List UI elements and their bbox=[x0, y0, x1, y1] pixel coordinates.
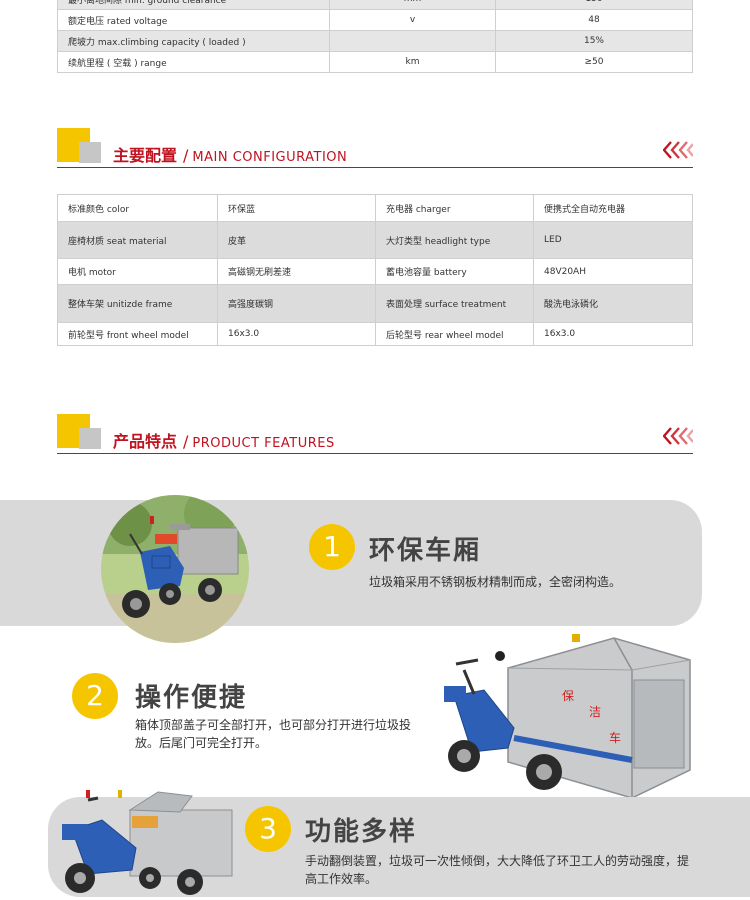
config-value: 高强度碳钢 bbox=[217, 284, 376, 323]
chevrons-left-icon bbox=[663, 427, 693, 445]
config-key: 表面处理 surface treatment bbox=[375, 284, 534, 323]
section-title: 产品特点 /PRODUCT FEATURES bbox=[113, 428, 335, 452]
feature-number-badge: 3 bbox=[245, 806, 291, 852]
spec-unit: mm bbox=[329, 0, 496, 10]
section-title-slash: / bbox=[183, 146, 189, 165]
config-value: 48V20AH bbox=[533, 258, 693, 285]
decor-square-gray bbox=[79, 142, 101, 163]
config-value: 皮革 bbox=[217, 221, 376, 259]
section-title-slash: / bbox=[183, 432, 189, 451]
truck-text-char: 车 bbox=[609, 730, 621, 745]
section-title-cn: 主要配置 bbox=[113, 146, 178, 165]
spec-value: ≥50 bbox=[495, 51, 693, 73]
feature-number-badge: 1 bbox=[309, 524, 355, 570]
decor-square-gray bbox=[79, 428, 101, 449]
config-value: LED bbox=[533, 221, 693, 259]
config-key: 后轮型号 rear wheel model bbox=[375, 322, 534, 346]
section-title: 主要配置 /MAIN CONFIGURATION bbox=[113, 142, 347, 166]
feature-title: 环保车厢 bbox=[369, 536, 482, 566]
feature-description: 箱体顶部盖子可全部打开，也可部分打开进行垃圾投放。后尾门可完全打开。 bbox=[135, 718, 412, 750]
section-divider bbox=[57, 167, 693, 168]
table-row: 最小离地间隙 min. ground clearance mm 150 bbox=[57, 0, 693, 10]
table-row: 整体车架 unitizde frame 高强度碳钢 表面处理 surface t… bbox=[57, 284, 693, 323]
section-title-cn: 产品特点 bbox=[113, 432, 178, 451]
table-row: 标准颜色 color 环保蓝 充电器 charger 便携式全自动充电器 bbox=[57, 194, 693, 222]
feature-number-badge: 2 bbox=[72, 673, 118, 719]
config-key: 前轮型号 front wheel model bbox=[57, 322, 218, 346]
config-value: 高磁钢无刷差速 bbox=[217, 258, 376, 285]
config-key: 大灯类型 headlight type bbox=[375, 221, 534, 259]
table-row: 额定电压 rated voltage v 48 bbox=[57, 9, 693, 31]
feature-description: 垃圾箱采用不锈钢板材精制而成，全密闭构造。 bbox=[369, 575, 622, 589]
config-value: 16x3.0 bbox=[217, 322, 376, 346]
table-row: 座椅材质 seat material 皮革 大灯类型 headlight typ… bbox=[57, 221, 693, 259]
spec-unit: v bbox=[329, 9, 496, 31]
config-key: 整体车架 unitizde frame bbox=[57, 284, 218, 323]
config-key: 充电器 charger bbox=[375, 194, 534, 222]
spec-label: 爬坡力 max.climbing capacity ( loaded ) bbox=[57, 30, 330, 52]
config-value: 酸洗电泳磷化 bbox=[533, 284, 693, 323]
config-key: 座椅材质 seat material bbox=[57, 221, 218, 259]
truck-text-char: 保 bbox=[562, 689, 574, 703]
spec-value: 15% bbox=[495, 30, 693, 52]
config-value: 环保蓝 bbox=[217, 194, 376, 222]
spec-label: 额定电压 rated voltage bbox=[57, 9, 330, 31]
spec-label: 最小离地间隙 min. ground clearance bbox=[57, 0, 330, 10]
spec-unit: km bbox=[329, 51, 496, 73]
section-title-en: MAIN CONFIGURATION bbox=[192, 150, 348, 165]
truck-text-char: 洁 bbox=[589, 705, 601, 719]
table-row: 爬坡力 max.climbing capacity ( loaded ) 15% bbox=[57, 30, 693, 52]
section-title-en: PRODUCT FEATURES bbox=[192, 436, 335, 451]
config-value: 便携式全自动充电器 bbox=[533, 194, 693, 222]
feature-description: 手动翻倒装置，垃圾可一次性倾倒，大大降低了环卫工人的劳动强度，提高工作效率。 bbox=[305, 854, 690, 886]
section-header-features: 产品特点 /PRODUCT FEATURES bbox=[57, 414, 693, 454]
chevrons-left-icon bbox=[663, 141, 693, 159]
config-value: 16x3.0 bbox=[533, 322, 693, 346]
table-row: 电机 motor 高磁钢无刷差速 蓄电池容量 battery 48V20AH bbox=[57, 258, 693, 285]
section-header-config: 主要配置 /MAIN CONFIGURATION bbox=[57, 128, 693, 168]
vehicle-photo-circle bbox=[101, 495, 249, 643]
spec-table: 最小离地间隙 min. ground clearance mm 150 额定电压… bbox=[57, 0, 693, 73]
config-table: 标准颜色 color 环保蓝 充电器 charger 便携式全自动充电器 座椅材… bbox=[57, 194, 693, 346]
config-key: 标准颜色 color bbox=[57, 194, 218, 222]
section-divider bbox=[57, 453, 693, 454]
config-key: 蓄电池容量 battery bbox=[375, 258, 534, 285]
config-key: 电机 motor bbox=[57, 258, 218, 285]
spec-unit bbox=[329, 30, 496, 52]
spec-label: 续航里程 ( 空载 ) range bbox=[57, 51, 330, 73]
spec-value: 48 bbox=[495, 9, 693, 31]
table-row: 续航里程 ( 空载 ) range km ≥50 bbox=[57, 51, 693, 73]
spec-value: 150 bbox=[495, 0, 693, 10]
feature-title: 功能多样 bbox=[305, 817, 418, 847]
vehicle-photo-open-box bbox=[62, 790, 233, 895]
feature-title: 操作便捷 bbox=[135, 683, 248, 713]
vehicle-photo-stainless: 保 洁 车 bbox=[444, 634, 691, 799]
table-row: 前轮型号 front wheel model 16x3.0 后轮型号 rear … bbox=[57, 322, 693, 346]
